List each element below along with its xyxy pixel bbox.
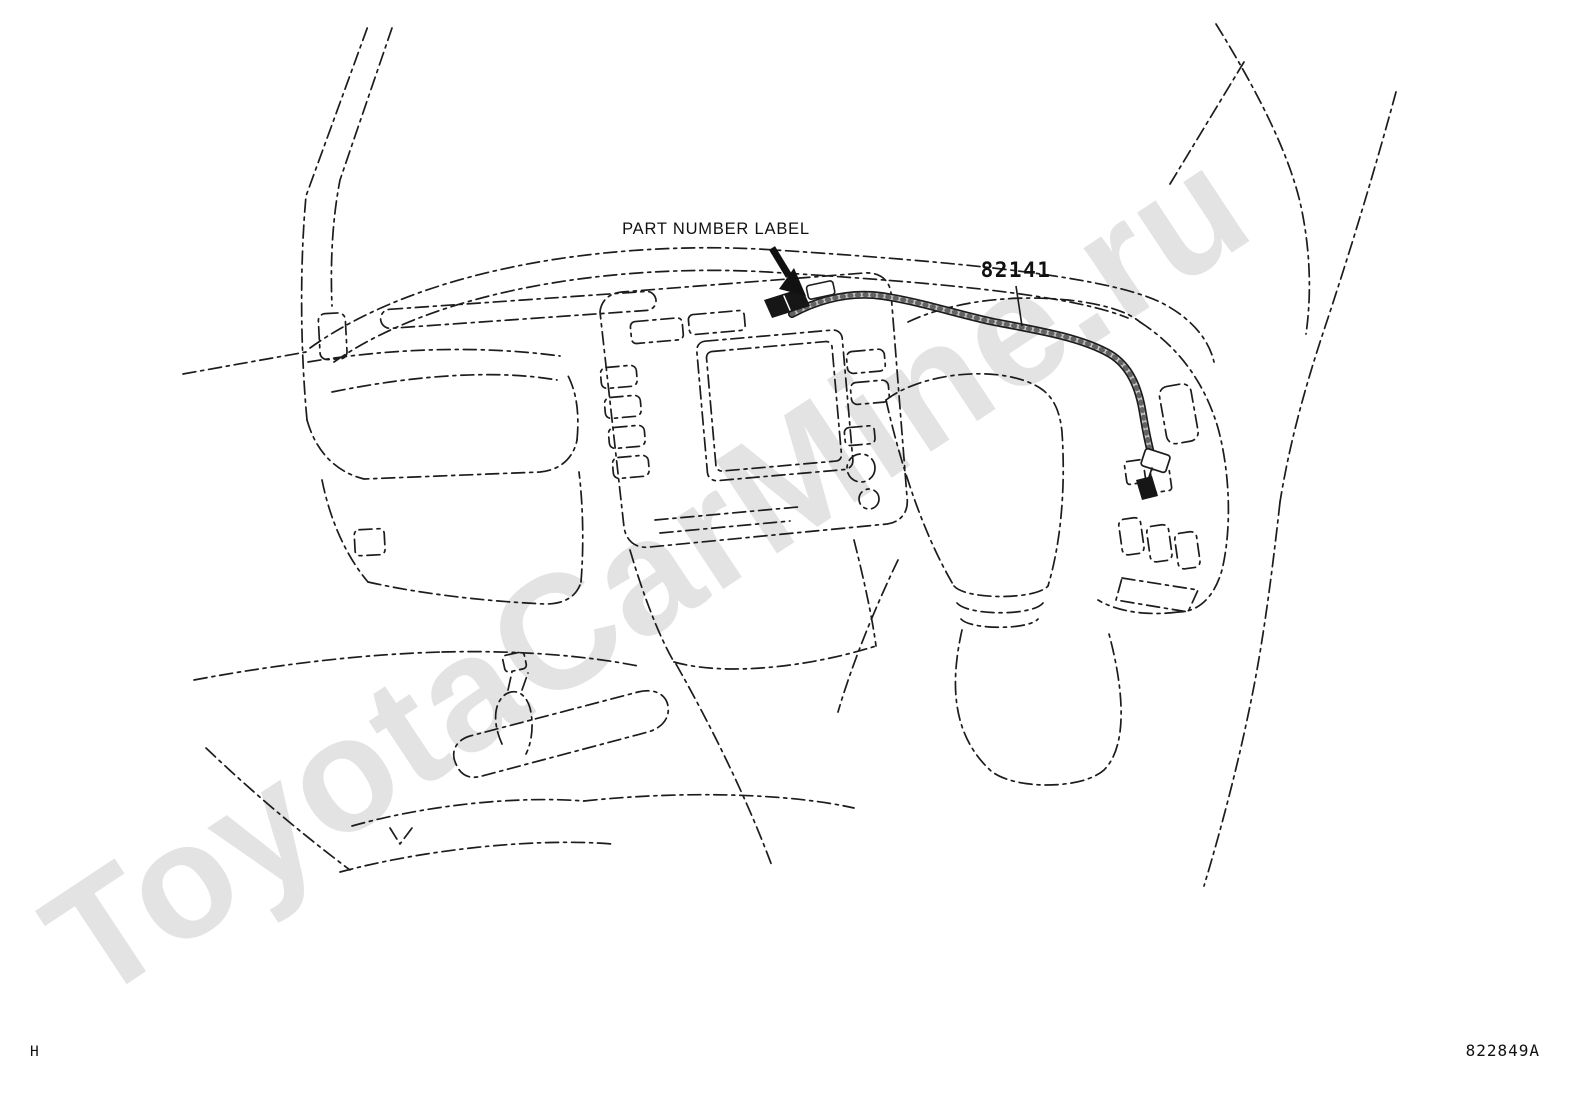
part-label-caption: PART NUMBER LABEL — [622, 220, 810, 238]
parking-brake-lever — [452, 651, 670, 779]
harness-wrap-hatch — [789, 292, 1157, 466]
side-vent-right — [1158, 383, 1200, 445]
nav-screen — [695, 329, 854, 482]
footer-right-code: 822849A — [1466, 1041, 1540, 1060]
part-number-text: 82141 — [981, 258, 1052, 282]
right-dash — [907, 297, 1230, 615]
defroster-vent — [379, 290, 657, 330]
center-stack — [599, 272, 909, 549]
right-pillar-door — [1169, 23, 1397, 887]
steering-column-boot — [885, 372, 1122, 786]
part-label-arrow-icon — [769, 246, 806, 296]
harness-end-connector — [1136, 447, 1171, 500]
cluster-hood — [306, 348, 579, 480]
part-number-leader-line — [1015, 285, 1023, 327]
left-a-pillar — [182, 25, 393, 421]
part-number-callout: 82141 — [981, 258, 1052, 327]
left-lower-dash — [321, 471, 584, 605]
footer-left-code: H — [30, 1044, 39, 1060]
part-label-annotation: PART NUMBER LABEL — [622, 220, 810, 296]
watermark-text: ToyotaCarMine.ru — [14, 112, 1279, 1034]
floor-console — [193, 539, 899, 873]
wire-harness-82141 — [764, 280, 1171, 500]
phantom-linework — [182, 23, 1397, 887]
left-side-vent — [317, 312, 348, 361]
harness-start-connector — [764, 280, 836, 318]
